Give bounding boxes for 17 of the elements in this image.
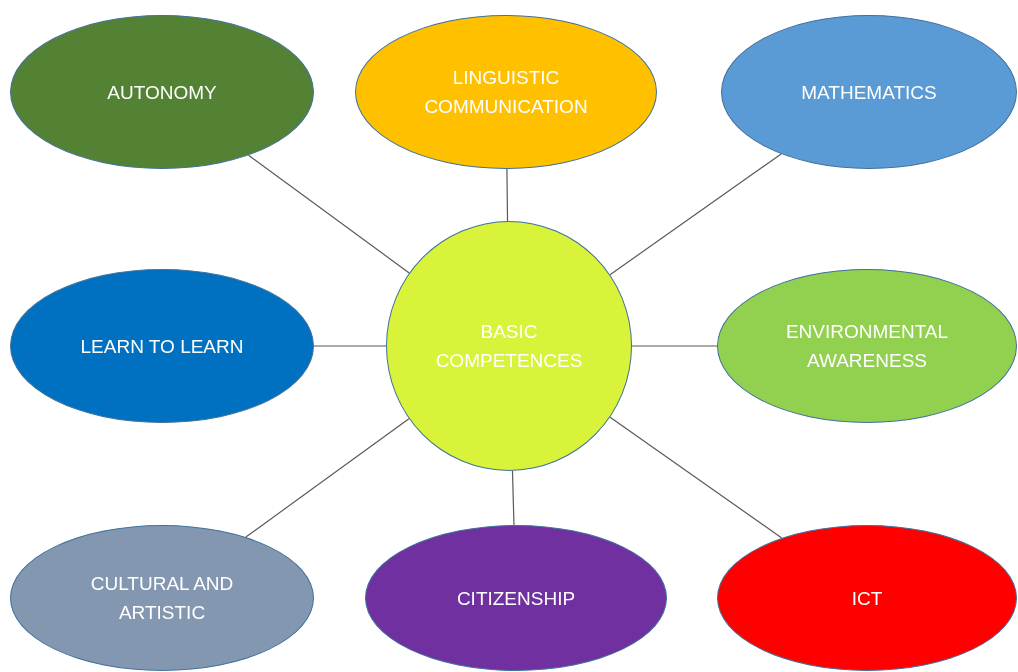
node-label: MATHEMATICS bbox=[801, 80, 937, 105]
node-label: LINGUISTIC COMMUNICATION bbox=[423, 66, 589, 119]
connector-line bbox=[631, 345, 718, 347]
node-label: LEARN TO LEARN bbox=[80, 334, 244, 359]
connector-line bbox=[511, 470, 515, 526]
connector-line bbox=[247, 154, 410, 274]
connector-line bbox=[313, 345, 387, 347]
node-label: BASIC COMPETENCES bbox=[434, 320, 584, 373]
connector-line bbox=[245, 418, 410, 538]
connector-line bbox=[609, 416, 783, 539]
node-label: AUTONOMY bbox=[107, 80, 217, 105]
connector-line bbox=[609, 153, 782, 276]
node-label: CITIZENSHIP bbox=[456, 586, 576, 611]
node-label: ENVIRONMENTAL AWARENESS bbox=[784, 320, 950, 373]
node-label: ICT bbox=[851, 586, 883, 611]
connector-line bbox=[506, 168, 509, 222]
node-label: CULTURAL AND ARTISTIC bbox=[89, 572, 235, 625]
